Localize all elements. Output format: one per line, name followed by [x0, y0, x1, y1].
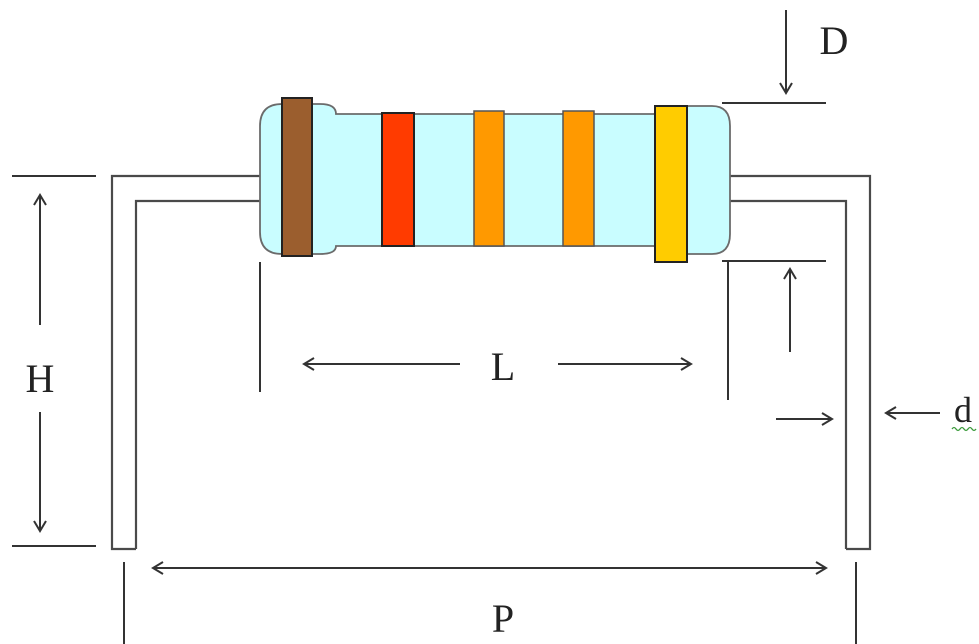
band-2 — [381, 112, 415, 247]
label-d-diameter: D — [820, 18, 849, 63]
band-3 — [473, 110, 505, 247]
band-4 — [562, 110, 595, 247]
dimension-d-lead — [776, 406, 940, 426]
dimension-d-diameter — [722, 10, 826, 352]
right-lead — [728, 174, 872, 551]
dimension-p — [123, 561, 857, 644]
label-l: L — [491, 344, 515, 389]
spellcheck-underline — [951, 426, 977, 432]
dimension-h — [12, 175, 96, 547]
label-d-lead: d — [954, 390, 972, 430]
band-1 — [281, 97, 313, 257]
band-5 — [654, 105, 688, 263]
label-h: H — [26, 356, 55, 401]
label-p: P — [492, 596, 514, 641]
left-lead — [110, 174, 262, 551]
dimension-l — [259, 262, 729, 400]
